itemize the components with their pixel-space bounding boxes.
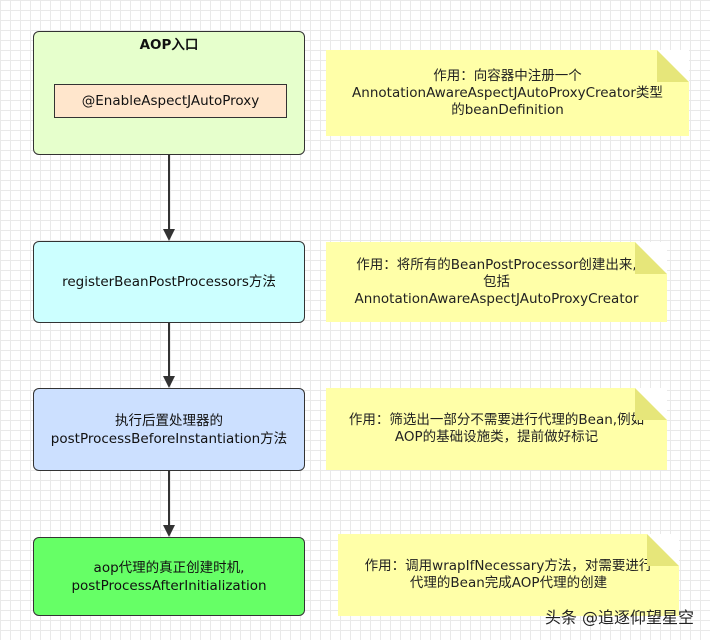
note-3-line-2: AOP的基础设施类，提前做好标记: [394, 429, 599, 445]
step-1-line-1: registerBeanPostProcessors方法: [62, 274, 276, 290]
note-wrap-if-necessary: 作用：调用wrapIfNecessary方法，对需要进行 代理的Bean完成AO…: [338, 534, 679, 616]
note-2-line-1: 作用：将所有的BeanPostProcessor创建出来,: [356, 256, 637, 273]
register-bean-post-processors-box: registerBeanPostProcessors方法: [33, 241, 305, 323]
note-1-fold: [673, 50, 689, 66]
note-4-line-2: 代理的Bean完成AOP代理的创建: [409, 575, 608, 591]
note-4-fold: [663, 534, 679, 550]
step-2-line-1: 执行后置处理器的: [115, 412, 223, 429]
note-4-line-1: 作用：调用wrapIfNecessary方法，对需要进行: [364, 558, 653, 574]
post-process-before-instantiation-box: 执行后置处理器的 postProcessBeforeInstantiation方…: [33, 388, 305, 471]
arrow-3-line: [168, 471, 170, 527]
aop-entry-box: AOP入口 @EnableAspectJAutoProxy: [33, 31, 305, 155]
step-3-line-1: aop代理的真正创建时机,: [93, 559, 245, 576]
note-2-line-2: 包括: [483, 273, 510, 290]
note-2-line-3: AnnotationAwareAspectJAutoProxyCreator: [354, 290, 639, 307]
note-1-line-2: AnnotationAwareAspectJAutoProxyCreator类型: [352, 84, 663, 101]
arrow-1-line: [168, 155, 170, 231]
note-2-fold: [651, 242, 667, 258]
step-2-line-2: postProcessBeforeInstantiation方法: [50, 430, 288, 447]
arrow-1-head: [163, 229, 175, 241]
enable-aspectj-annotation-box: @EnableAspectJAutoProxy: [54, 84, 287, 118]
step-3-line-2: postProcessAfterInitialization: [71, 577, 267, 594]
note-create-bean-post-processors: 作用：将所有的BeanPostProcessor创建出来, 包括 Annotat…: [326, 242, 667, 322]
aop-proxy-creation-box: aop代理的真正创建时机, postProcessAfterInitializa…: [33, 537, 305, 616]
note-filter-infrastructure-beans: 作用：筛选出一部分不需要进行代理的Bean,例如 AOP的基础设施类，提前做好标…: [326, 388, 667, 470]
note-1-line-3: 的beanDefinition: [451, 101, 564, 118]
aop-entry-title: AOP入口: [139, 37, 199, 53]
arrow-3-head: [163, 525, 175, 537]
arrow-2-line: [168, 323, 170, 378]
note-register-bean-definition: 作用：向容器中注册一个 AnnotationAwareAspectJAutoPr…: [326, 50, 689, 136]
note-3-fold: [651, 388, 667, 404]
arrow-2-head: [163, 376, 175, 388]
note-1-line-1: 作用：向容器中注册一个: [433, 67, 582, 84]
watermark: 头条 @追逐仰望星空: [544, 608, 694, 627]
note-3-line-1: 作用：筛选出一部分不需要进行代理的Bean,例如: [348, 412, 645, 428]
